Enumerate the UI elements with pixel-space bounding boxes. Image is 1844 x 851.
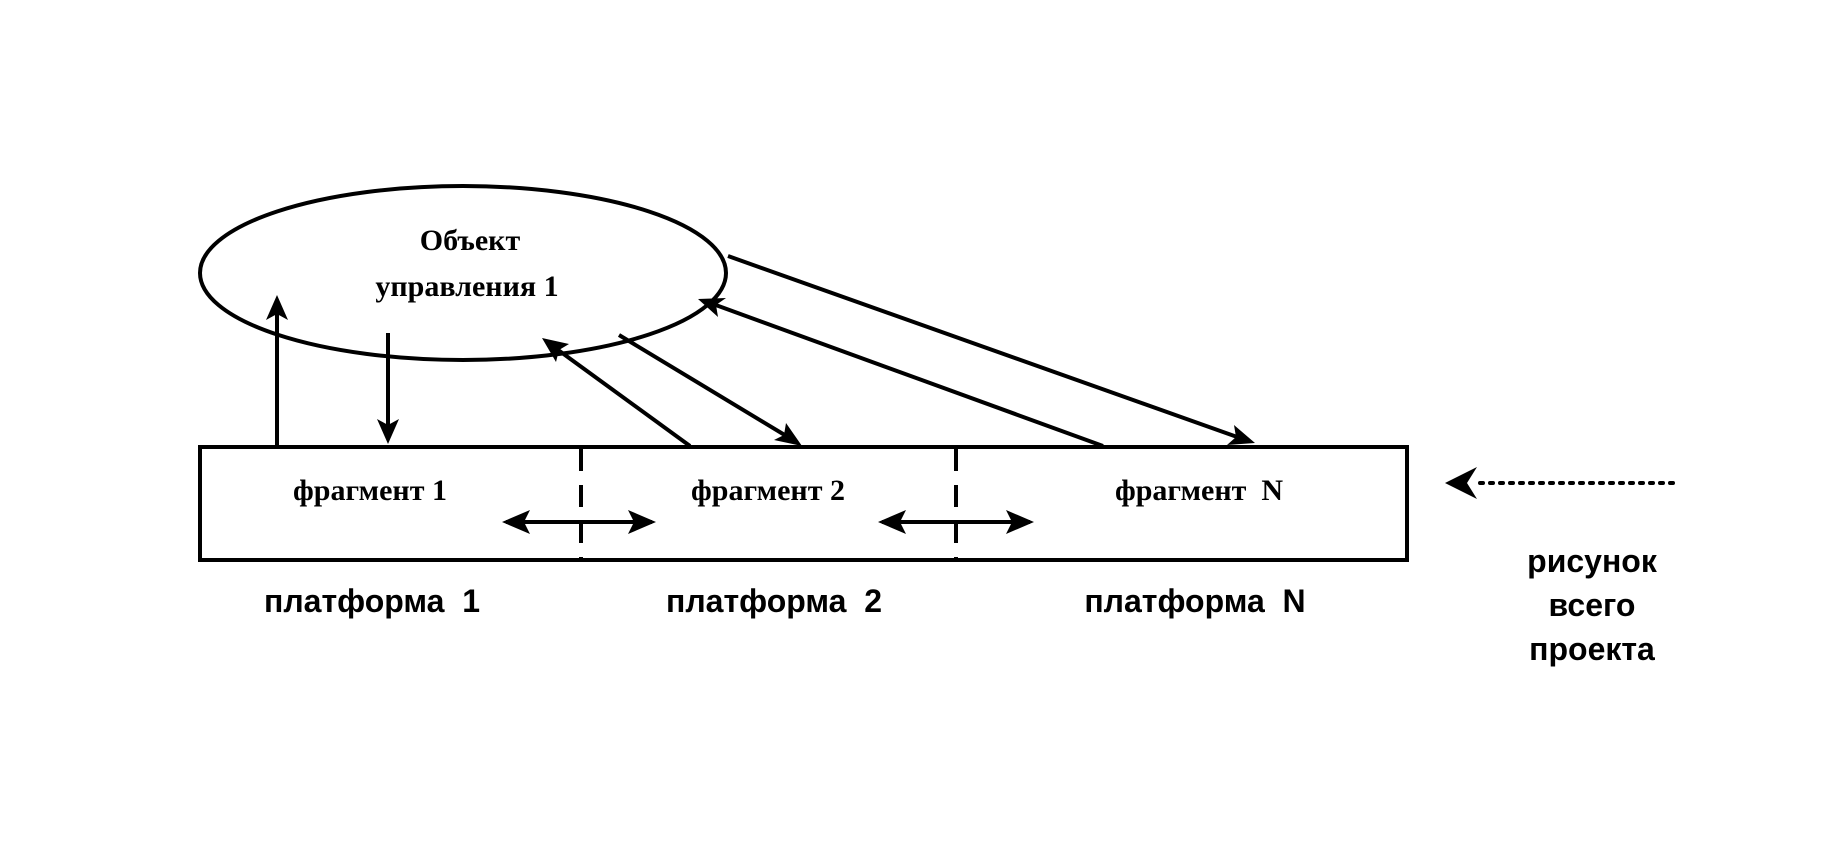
- object-fragment-arrows: [266, 254, 1255, 448]
- whole-project-pointer: рисунок всего проекта: [1445, 467, 1682, 667]
- arrow-fragment2-to-object: [542, 338, 692, 448]
- control-object-label-line2: управления 1: [375, 270, 558, 303]
- platform-bar: фрагмент 1 фрагмент 2 фрагмент N: [198, 445, 1409, 562]
- arrow-object-to-fragment2: [617, 333, 802, 446]
- fragment-link-arrow-1-2: [502, 510, 656, 534]
- whole-project-label-line1: рисунок: [1527, 543, 1658, 579]
- fragment-label-1: фрагмент 1: [293, 474, 447, 507]
- platform-label-2: платформа 2: [666, 583, 882, 619]
- platform-label-1: платформа 1: [264, 583, 480, 619]
- arrow-fragmentN-to-object: [698, 298, 1104, 448]
- fragment-link-arrow-2-n: [878, 510, 1034, 534]
- dotted-pointer-arrowhead: [1445, 467, 1477, 499]
- arrow-fragment1-to-object: [266, 295, 288, 447]
- platform-bar-rect: [198, 445, 1409, 562]
- control-object-ellipse: [198, 184, 728, 362]
- arrow-object-to-fragment1: [377, 333, 399, 444]
- whole-project-label-line3: проекта: [1529, 631, 1655, 667]
- platform-labels: платформа 1 платформа 2 платформа N: [264, 583, 1306, 619]
- platform-label-n: платформа N: [1084, 583, 1305, 619]
- fragment-label-n: фрагмент N: [1115, 474, 1283, 507]
- control-object-label-line1: Объект: [420, 224, 521, 257]
- control-object: Объект управления 1: [198, 184, 728, 362]
- arrow-object-to-fragmentN: [727, 254, 1255, 445]
- fragment-label-2: фрагмент 2: [691, 474, 845, 507]
- whole-project-label-line2: всего: [1549, 587, 1636, 623]
